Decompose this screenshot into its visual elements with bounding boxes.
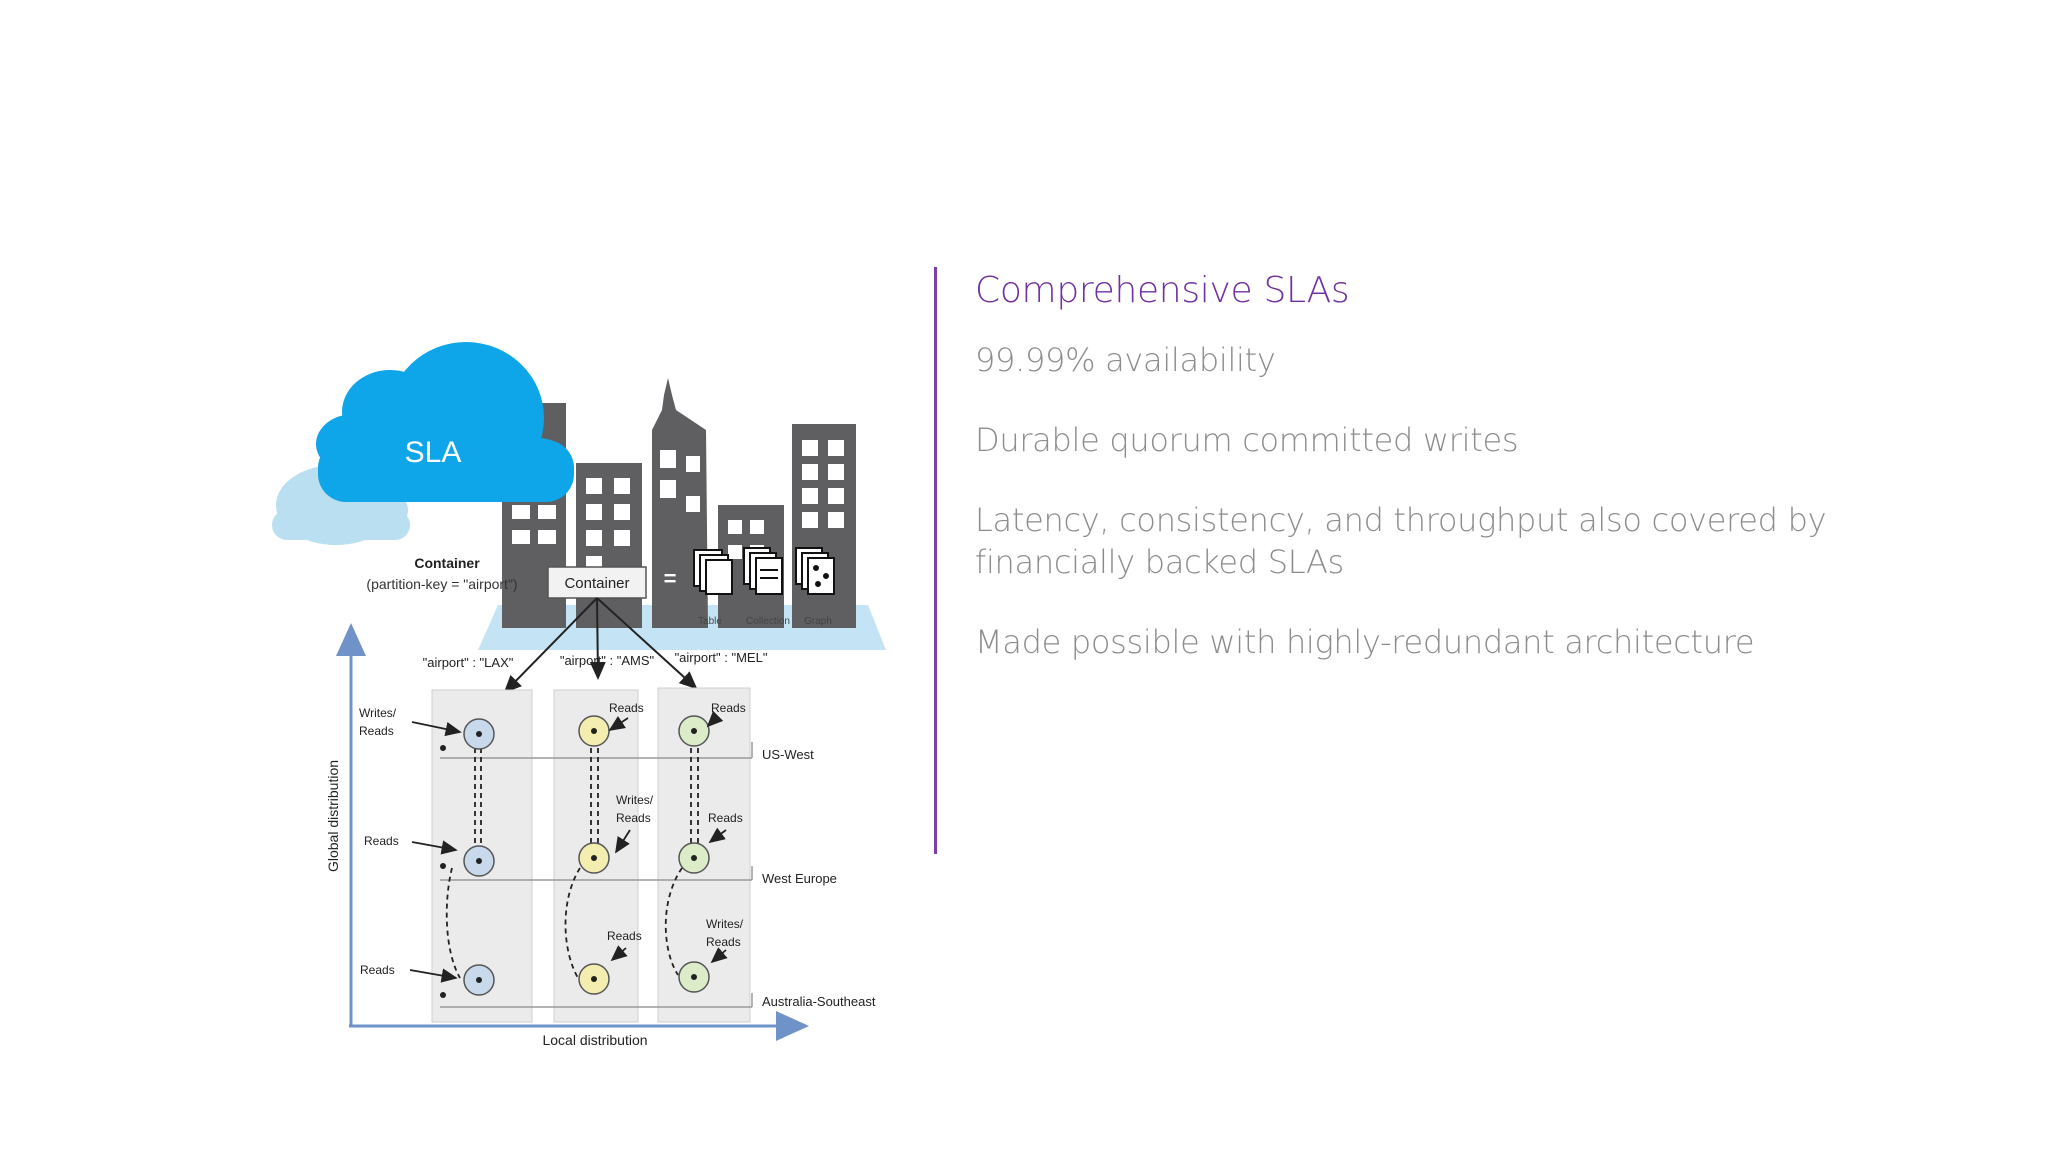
operation-labels: Writes/ Reads Reads Reads Reads Reads Wr… — [359, 701, 746, 977]
x-axis-label: Local distribution — [542, 1032, 647, 1048]
partition-label-mel: "airport" : "MEL" — [675, 650, 768, 665]
op-reads-ams-3: Reads — [607, 929, 642, 943]
bullet-durable-writes: Durable quorum committed writes — [975, 421, 1519, 459]
cloud-large — [316, 342, 574, 502]
model-label-table: Table — [698, 616, 722, 627]
partition-label-ams: "airport" : "AMS" — [560, 653, 655, 668]
node-dots — [476, 728, 697, 983]
region-label-west-europe: West Europe — [762, 871, 837, 886]
sla-text-panel: Comprehensive SLAs 99.99% availability D… — [975, 270, 1875, 701]
region-start-dots — [440, 745, 446, 998]
table-icon — [693, 549, 733, 595]
slide-heading: Comprehensive SLAs — [975, 270, 1350, 311]
op-writes-lax: Writes/ — [359, 706, 397, 720]
bullet-availability: 99.99% availability — [975, 341, 1276, 379]
op-reads-lax-3: Reads — [360, 963, 395, 977]
container-subtitle: (partition-key = "airport") — [366, 576, 517, 592]
op-reads-mel-1: Reads — [711, 701, 746, 715]
y-axis-label: Global distribution — [325, 760, 341, 872]
region-label-us-west: US-West — [762, 747, 814, 762]
equals-sign: = — [664, 566, 677, 591]
container-box-label: Container — [564, 575, 629, 592]
bullet-latency-consistency: Latency, consistency, and throughput als… — [975, 501, 1827, 581]
operation-arrows — [409, 710, 728, 983]
region-lines — [440, 742, 753, 1008]
op-writes-mel: Writes/ — [706, 917, 744, 931]
vertical-divider — [934, 267, 937, 854]
op-reads-lax-2: Reads — [364, 834, 399, 848]
region-label-australia-southeast: Australia-Southeast — [762, 994, 876, 1009]
model-label-collection: Collection — [746, 616, 790, 627]
op-reads-mel-2: Reads — [708, 811, 743, 825]
partition-label-lax: "airport" : "LAX" — [423, 655, 514, 670]
op-writes-ams: Writes/ — [616, 793, 654, 807]
bullet-redundant-architecture: Made possible with highly-redundant arch… — [975, 623, 1755, 661]
container-title: Container — [414, 555, 480, 571]
container-arrows — [503, 597, 698, 694]
axes — [336, 623, 809, 1041]
op-reads-ams-2: Reads — [616, 811, 651, 825]
collection-icon — [743, 547, 783, 595]
model-label-graph: Graph — [804, 616, 832, 627]
cloud-label: SLA — [405, 436, 462, 469]
op-reads-mel-3: Reads — [706, 935, 741, 949]
op-reads-lax-1: Reads — [359, 724, 394, 738]
graph-icon — [795, 547, 835, 595]
replication-paths — [445, 748, 699, 979]
op-reads-ams-1: Reads — [609, 701, 644, 715]
